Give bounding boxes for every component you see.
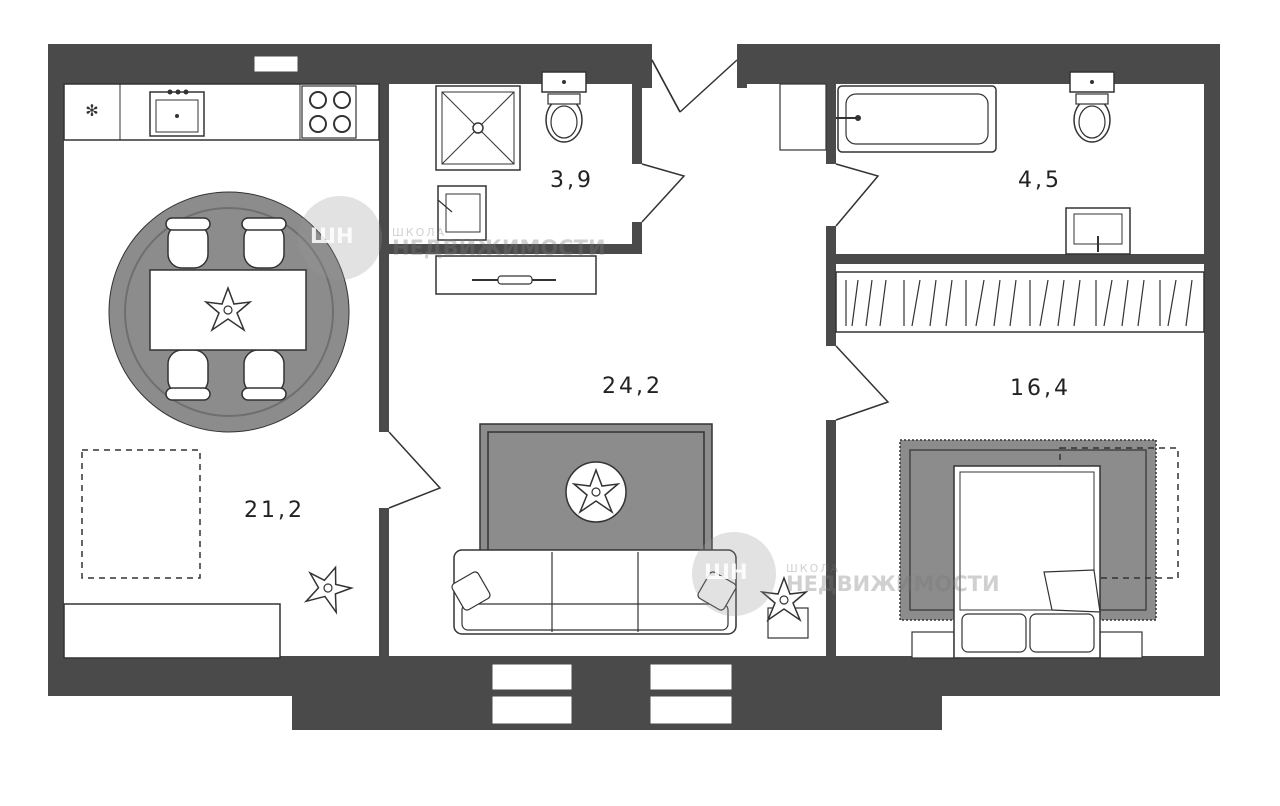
bathroom-fixtures (779, 71, 1131, 255)
watermark-line1: ШКОЛА (392, 226, 447, 239)
shower-room-fixtures (435, 71, 597, 295)
bedroom-area-label: 16,4 (1010, 376, 1071, 401)
bedroom-furniture (835, 271, 1205, 659)
watermark-logo-letters-2: ШН (704, 560, 748, 584)
kitchen-area-label: 21,2 (244, 498, 305, 523)
watermark-logo-2 (692, 532, 776, 616)
windows (253, 55, 733, 725)
watermark-logo-1 (298, 196, 382, 280)
svg-text:✻: ✻ (85, 101, 98, 120)
walls (48, 44, 1220, 730)
doors (388, 59, 890, 509)
shower-room-area-label: 3,9 (550, 168, 594, 193)
watermark-line2-2: НЕДВИЖИМОСТИ (786, 572, 1000, 596)
watermark-logo-letters: ШН (310, 224, 354, 248)
living-room-furniture (451, 423, 809, 639)
watermark-line1-2: ШКОЛА (786, 562, 841, 575)
kitchen-furniture: ✻ (63, 83, 380, 659)
living-room-area-label: 24,2 (602, 374, 663, 399)
bathroom-area-label: 4,5 (1018, 168, 1062, 193)
watermark-line2: НЕДВИЖИМОСТИ (392, 236, 606, 260)
